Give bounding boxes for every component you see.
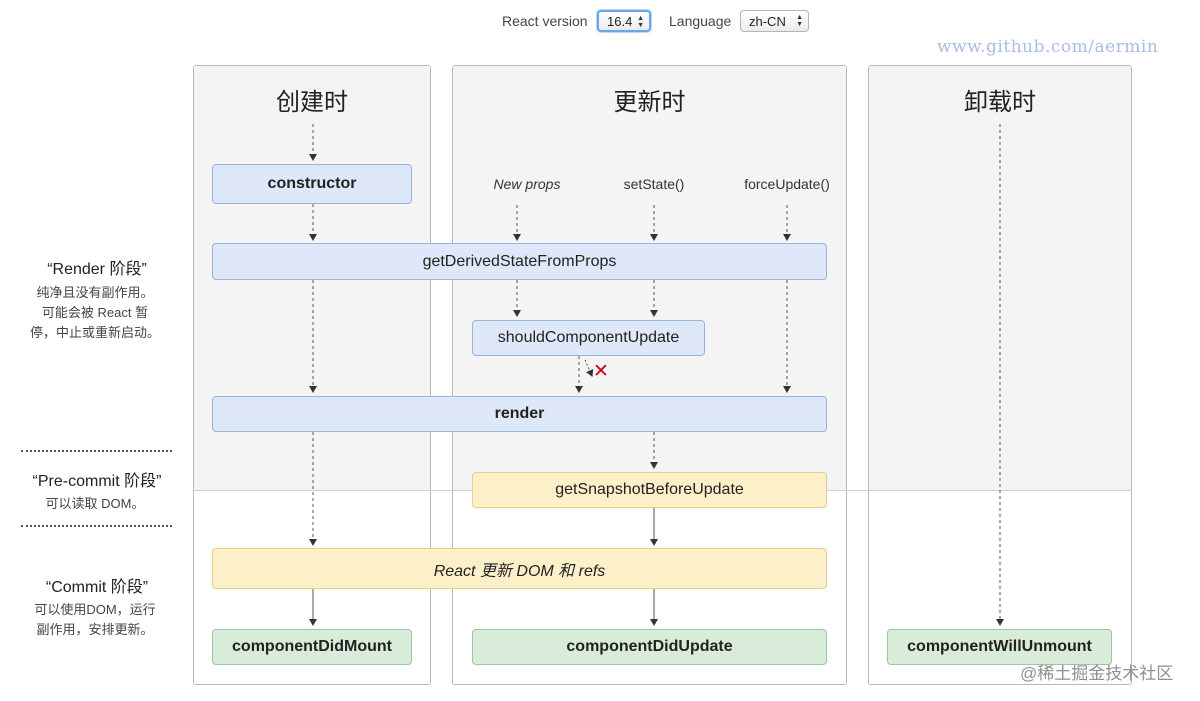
select-arrows-icon: ▲▼: [637, 15, 644, 29]
cancel-x-icon: ✕: [593, 361, 609, 382]
trigger-set-state: setState(): [623, 176, 685, 192]
render-phase-desc-line: 纯净且没有副作用。: [36, 285, 154, 300]
component-did-update-box: componentDidUpdate: [472, 629, 827, 665]
render-label: render: [494, 405, 545, 422]
arrow-scu-cancel: [584, 359, 594, 377]
render-phase-description: 纯净且没有副作用。 可能会被 React 暂 停，中止或重新启动。: [0, 283, 190, 343]
render-phase-desc-line: 停，中止或重新启动。: [29, 325, 160, 340]
unmount-column-title: 卸载时: [964, 88, 1036, 116]
get-derived-state-from-props-label: getDerivedStateFromProps: [422, 252, 617, 270]
language-label: Language: [669, 13, 732, 29]
react-updates-dom-label: React 更新 DOM 和 refs: [433, 562, 606, 580]
component-will-unmount-box: componentWillUnmount: [887, 629, 1112, 665]
should-component-update-label: shouldComponentUpdate: [497, 329, 680, 346]
phase-separator-dots: [21, 450, 172, 452]
mount-column-title: 创建时: [276, 88, 348, 116]
language-value: zh-CN: [749, 13, 786, 29]
constructor-label: constructor: [267, 175, 357, 192]
precommit-phase-description: 可以读取 DOM。: [0, 494, 190, 514]
render-phase-desc-line: 可能会被 React 暂: [41, 305, 149, 320]
credit-text: @稀土掘金技术社区: [1020, 664, 1174, 683]
component-did-mount-box: componentDidMount: [212, 629, 412, 665]
watermark-text: www.github.com/aermin: [937, 37, 1159, 57]
react-version-select[interactable]: 16.4 ▲▼: [597, 10, 651, 32]
constructor-box: constructor: [212, 164, 412, 204]
react-version-label: React version: [502, 13, 588, 29]
update-column-title: 更新时: [613, 88, 686, 116]
commit-phase-desc-line: 可以使用DOM，运行: [34, 602, 156, 617]
component-did-mount-label: componentDidMount: [232, 638, 392, 655]
language-select[interactable]: zh-CN ▲▼: [740, 10, 809, 32]
commit-phase-title: “Commit 阶段”: [45, 579, 149, 596]
react-version-value: 16.4: [607, 13, 633, 29]
should-component-update-box: shouldComponentUpdate: [472, 320, 705, 356]
commit-phase-description: 可以使用DOM，运行 副作用，安排更新。: [0, 600, 190, 640]
precommit-phase-desc-line: 可以读取 DOM。: [45, 496, 145, 511]
component-did-update-label: componentDidUpdate: [566, 638, 733, 655]
component-will-unmount-label: componentWillUnmount: [907, 638, 1092, 655]
select-arrows-icon: ▲▼: [796, 14, 803, 28]
render-phase-title: “Render 阶段”: [47, 261, 147, 278]
precommit-phase-title: “Pre-commit 阶段”: [32, 473, 162, 490]
render-box: render: [212, 396, 827, 432]
trigger-new-props: New props: [493, 176, 561, 192]
react-updates-dom-box: React 更新 DOM 和 refs: [212, 548, 827, 589]
phase-separator-dots: [21, 525, 172, 527]
commit-phase-desc-line: 副作用，安排更新。: [36, 622, 154, 637]
get-derived-state-from-props-box: getDerivedStateFromProps: [212, 243, 827, 280]
trigger-force-update: forceUpdate(): [744, 176, 830, 192]
get-snapshot-before-update-label: getSnapshotBeforeUpdate: [555, 481, 744, 498]
get-snapshot-before-update-box: getSnapshotBeforeUpdate: [472, 472, 827, 508]
